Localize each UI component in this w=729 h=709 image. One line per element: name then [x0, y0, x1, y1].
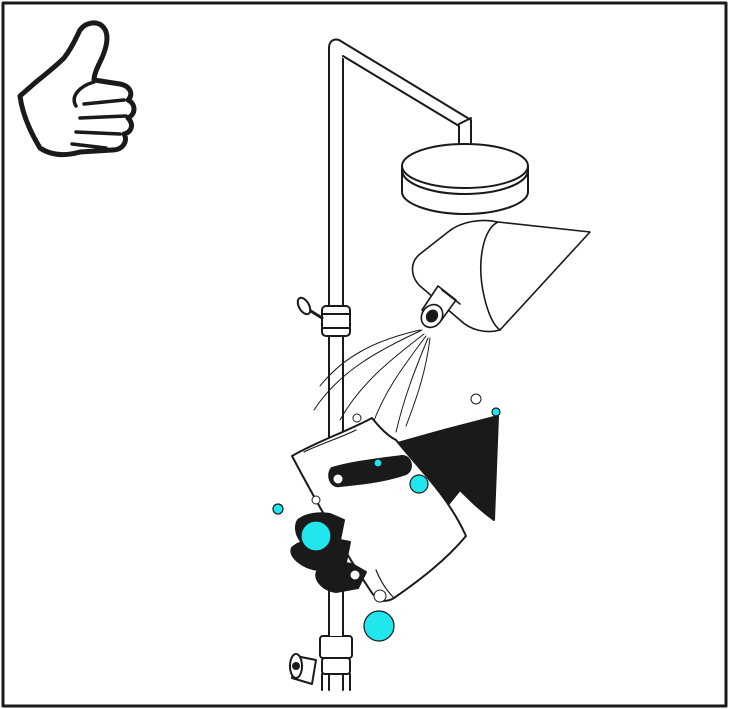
bottom-valve — [289, 635, 353, 691]
shower-head — [401, 143, 529, 215]
shower-column — [289, 38, 529, 691]
droplet-medium — [409, 474, 429, 494]
droplet-small — [491, 407, 501, 417]
droplet-large — [300, 520, 332, 552]
pipe-highlight — [330, 596, 342, 636]
cleaning-agent-bottle — [411, 219, 591, 333]
shower-arm — [328, 38, 472, 151]
droplet-small — [373, 458, 383, 468]
bottle-nozzle — [420, 285, 461, 329]
shower-mixer — [296, 296, 351, 337]
water-droplets — [272, 407, 501, 642]
spray-stream — [313, 329, 431, 433]
foam-bubbles — [311, 393, 482, 603]
droplet-small — [272, 503, 284, 515]
thumbs-up-icon — [17, 20, 137, 158]
droplet-large — [363, 610, 395, 642]
bottle-body — [411, 219, 591, 333]
